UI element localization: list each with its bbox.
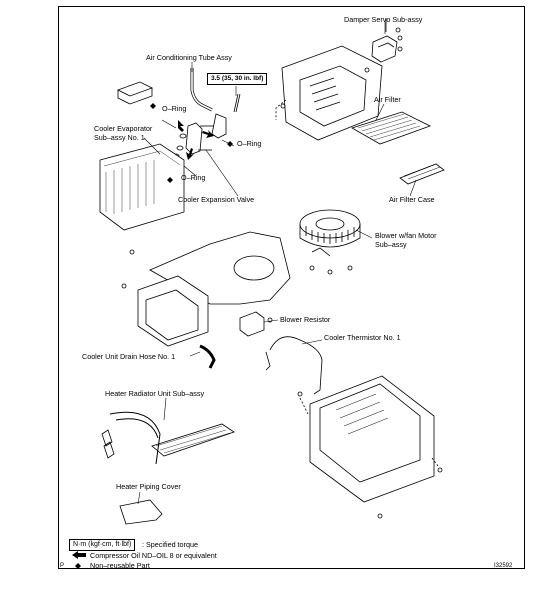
thermistor-wire xyxy=(269,336,323,395)
label-ac-tube: Air Conditioning Tube Assy xyxy=(146,53,232,62)
label-expansion-valve: Cooler Expansion Valve xyxy=(178,195,255,204)
expansion-valve-parts xyxy=(172,122,214,159)
air-filter-case-part xyxy=(399,163,445,185)
drain-hose-part xyxy=(199,344,216,369)
diagram-frame xyxy=(58,6,525,569)
label-damper-servo: Damper Servo Sub-assy xyxy=(344,15,423,24)
label-air-filter-case: Air Filter Case xyxy=(389,195,435,204)
heater-piping-cover-part xyxy=(119,499,163,525)
label-cooler-evaporator: Cooler Evaporator Sub–assy No. 1 xyxy=(94,124,153,142)
page-marker: P xyxy=(60,563,65,569)
legend-non-reusable: Non–reusable Part xyxy=(90,561,150,570)
label-drain-hose: Cooler Unit Drain Hose No. 1 xyxy=(82,352,176,361)
blower-resistor-part xyxy=(239,311,273,337)
label-o-ring-1: O–Ring xyxy=(162,104,187,113)
legend-torque-desc: : Specified torque xyxy=(142,540,198,549)
legend-compressor-oil: Compressor Oil ND–OIL 8 or equivalent xyxy=(90,551,217,560)
legend-arrow-icon xyxy=(72,551,86,559)
figure-id: I32592 xyxy=(494,563,513,569)
label-o-ring-2: O–Ring xyxy=(237,139,262,148)
label-blower-resistor: Blower Resistor xyxy=(280,315,331,324)
blower-motor-part xyxy=(299,209,361,275)
ac-tube-part xyxy=(190,68,241,139)
label-torque-value: 3.5 (35, 30 in. lbf) xyxy=(207,73,268,85)
legend-diamond-icon xyxy=(75,563,81,569)
heater-radiator-part xyxy=(101,411,235,465)
compressor-oil-arrows xyxy=(178,120,214,160)
label-heater-piping-cover: Heater Piping Cover xyxy=(116,482,181,491)
evaporator-part xyxy=(99,143,185,231)
label-cooler-thermistor: Cooler Thermistor No. 1 xyxy=(324,333,401,342)
label-blower-motor: Blower w/fan Motor Sub–assy xyxy=(375,231,437,249)
legend-torque-unit: N·m (kgf·cm, ft·lbf) xyxy=(69,539,136,551)
thermistor-probe xyxy=(265,351,271,371)
foam-pad-part xyxy=(116,81,154,105)
label-heater-radiator: Heater Radiator Unit Sub–assy xyxy=(105,389,205,398)
main-unit-housing xyxy=(297,375,443,519)
lower-unit-housing xyxy=(121,231,291,347)
label-air-filter: Air Filter xyxy=(374,95,401,104)
damper-servo-part xyxy=(371,18,403,63)
label-o-ring-3: O–Ring xyxy=(181,173,206,182)
non-reusable-marks xyxy=(150,103,233,183)
air-filter-part xyxy=(351,111,432,145)
